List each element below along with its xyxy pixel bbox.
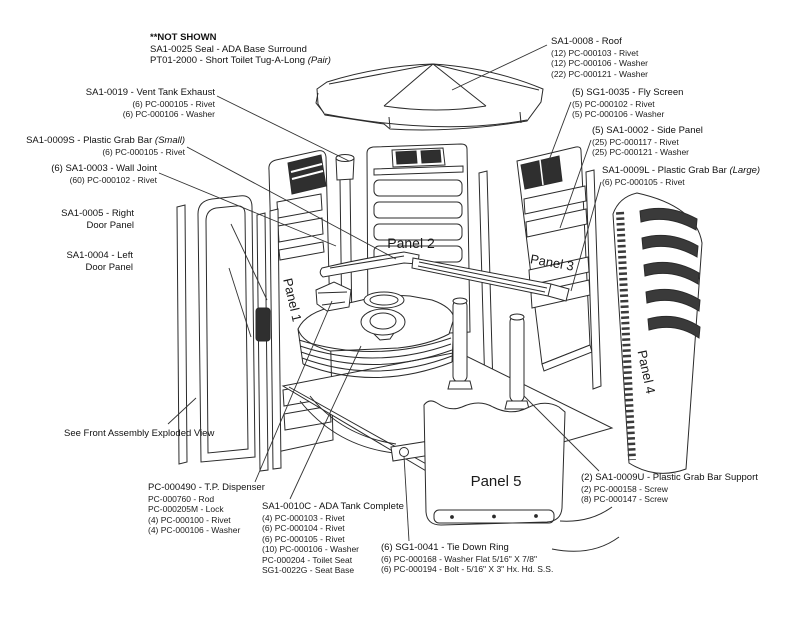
part-line: (4) PC-000103 - Rivet	[262, 512, 345, 523]
part-line: (6) PC-000194 - Bolt - 5/16" X 3" Hx. Hd…	[381, 564, 554, 574]
grab-bar-supports-drawing	[447, 297, 530, 410]
part-line: (6) PC-000168 - Washer Flat 5/16" X 7/8"	[381, 553, 537, 564]
part-line: (6) PC-000105 - Rivet	[102, 146, 185, 157]
leader-lines	[158, 44, 602, 542]
leader-roof	[451, 44, 548, 91]
part-line: Door Panel	[85, 261, 133, 273]
callout-left-door-panel: SA1-0004 - Left Door Panel	[66, 250, 133, 273]
part-line: (25) PC-000121 - Washer	[592, 147, 690, 157]
part-line: (2) PC-000158 - Screw	[581, 483, 668, 494]
callout-fly-screen: (5) SG1-0035 - Fly Screen (5) PC-000102 …	[572, 87, 683, 120]
part-line: (5) SG1-0035 - Fly Screen	[572, 87, 684, 98]
part-line: Door Panel	[86, 219, 134, 231]
tp-dispenser-drawing	[315, 281, 352, 312]
part-line: (4) PC-000106 - Washer	[148, 525, 241, 535]
part-line: PC-000490 - T.P. Dispenser	[148, 482, 265, 493]
callout-see-front-assembly: See Front Assembly Exploded View	[64, 428, 214, 440]
leader-tie-down	[403, 455, 410, 542]
part-line: PC-000760 - Rod	[148, 493, 215, 504]
callout-side-panel: (5) SA1-0002 - Side Panel (25) PC-000117…	[592, 125, 703, 158]
callout-grab-bar-small: SA1-0009S - Plastic Grab Bar (Small) (6)…	[26, 135, 185, 157]
leader-left-door	[228, 267, 252, 338]
vent-tank-exhaust-drawing	[335, 154, 355, 333]
not-shown-title: **NOT SHOWN	[150, 32, 217, 43]
panel-5-drawing	[423, 400, 566, 526]
part-line: SA1-0025 Seal - ADA Base Surround	[150, 43, 307, 55]
callout-grab-bar-support: (2) SA1-0009U - Plastic Grab Bar Support…	[581, 472, 758, 505]
callout-right-door-panel: SA1-0005 - Right Door Panel	[61, 208, 134, 231]
part-line: (4) PC-000100 - Rivet	[148, 514, 231, 525]
part-line: (10) PC-000106 - Washer	[262, 544, 360, 554]
part-line: (5) PC-000106 - Washer	[572, 109, 665, 119]
callout-grab-bar-large: SA1-0009L - Plastic Grab Bar (Large) (6)…	[602, 165, 760, 187]
part-line: PC-000205M - Lock	[148, 504, 224, 514]
callout-ada-tank: SA1-0010C - ADA Tank Complete (4) PC-000…	[262, 501, 404, 576]
leader-wall-joint	[158, 172, 337, 247]
leader-fly-screen	[545, 101, 572, 169]
door-panels-drawing	[176, 195, 282, 472]
part-line: (2) SA1-0009U - Plastic Grab Bar Support	[581, 472, 758, 483]
panel-2-drawing	[366, 143, 471, 338]
callout-tie-down-ring: (6) SG1-0041 - Tie Down Ring (6) PC-0001…	[381, 542, 553, 575]
part-line: SA1-0004 - Left	[66, 250, 133, 261]
part-line: (5) SA1-0002 - Side Panel	[592, 125, 703, 136]
panel-4-drawing	[612, 192, 703, 474]
part-line: SA1-0009S - Plastic Grab Bar (Small)	[26, 135, 185, 146]
part-line: (12) PC-000103 - Rivet	[551, 47, 639, 58]
part-line: SA1-0008 - Roof	[551, 36, 622, 47]
leader-ada-tank	[289, 345, 362, 500]
part-line: (22) PC-000121 - Washer	[551, 68, 649, 79]
callout-roof: SA1-0008 - Roof (12) PC-000103 - Rivet (…	[551, 36, 648, 79]
part-line: PC-000204 - Toilet Seat	[262, 554, 353, 565]
door-lock-plate	[255, 307, 271, 342]
leader-see-front	[167, 397, 197, 425]
leader-vent-exhaust	[216, 95, 350, 162]
leader-side-panel	[559, 139, 592, 229]
leader-grab-bar-support	[523, 395, 600, 472]
part-line: (12) PC-000106 - Washer	[551, 58, 649, 68]
leader-right-door	[230, 223, 268, 301]
part-line: (6) PC-000105 - Rivet	[262, 533, 345, 544]
part-line: (8) PC-000147 - Screw	[581, 494, 668, 504]
part-line: (60) PC-000102 - Rivet	[69, 174, 157, 185]
callout-wall-joint: (6) SA1-0003 - Wall Joint (60) PC-000102…	[51, 163, 157, 185]
note-line: See Front Assembly Exploded View	[64, 428, 215, 439]
callout-vent-tank-exhaust: SA1-0019 - Vent Tank Exhaust (6) PC-0001…	[86, 87, 215, 120]
part-line: SA1-0019 - Vent Tank Exhaust	[85, 87, 215, 98]
leader-tp-dispenser	[254, 300, 333, 483]
callout-not-shown: **NOT SHOWN SA1-0025 Seal - ADA Base Sur…	[150, 32, 331, 67]
part-line: (6) PC-000105 - Rivet	[132, 98, 215, 109]
part-line: PT01-2000 - Short Toilet Tug-A-Long (Pai…	[150, 55, 331, 66]
part-line: SA1-0010C - ADA Tank Complete	[262, 501, 404, 512]
part-line: (5) PC-000102 - Rivet	[572, 98, 655, 109]
leader-grab-bar-large	[570, 181, 602, 292]
leader-grab-bar-small	[186, 146, 397, 260]
part-line: SG1-0022G - Seat Base	[262, 565, 355, 575]
roof-drawing	[315, 63, 544, 131]
part-line: (6) PC-000106 - Washer	[122, 109, 215, 119]
base-skid-drawing	[551, 506, 620, 552]
wall-joint-strip-right	[585, 169, 602, 390]
part-line: (6) PC-000104 - Rivet	[262, 523, 345, 533]
part-line: (6) SG1-0041 - Tie Down Ring	[381, 542, 509, 553]
part-line: (6) SA1-0003 - Wall Joint	[51, 163, 157, 174]
part-line: SA1-0009L - Plastic Grab Bar (Large)	[602, 165, 761, 176]
panel-5-label: Panel 5	[471, 473, 522, 490]
panel-2-label: Panel 2	[387, 235, 435, 251]
part-line: SA1-0005 - Right	[61, 208, 134, 219]
part-line: (25) PC-000117 - Rivet	[592, 136, 679, 147]
part-line: (6) PC-000105 - Rivet	[602, 176, 685, 187]
callout-tp-dispenser: PC-000490 - T.P. Dispenser PC-000760 - R…	[148, 482, 265, 536]
